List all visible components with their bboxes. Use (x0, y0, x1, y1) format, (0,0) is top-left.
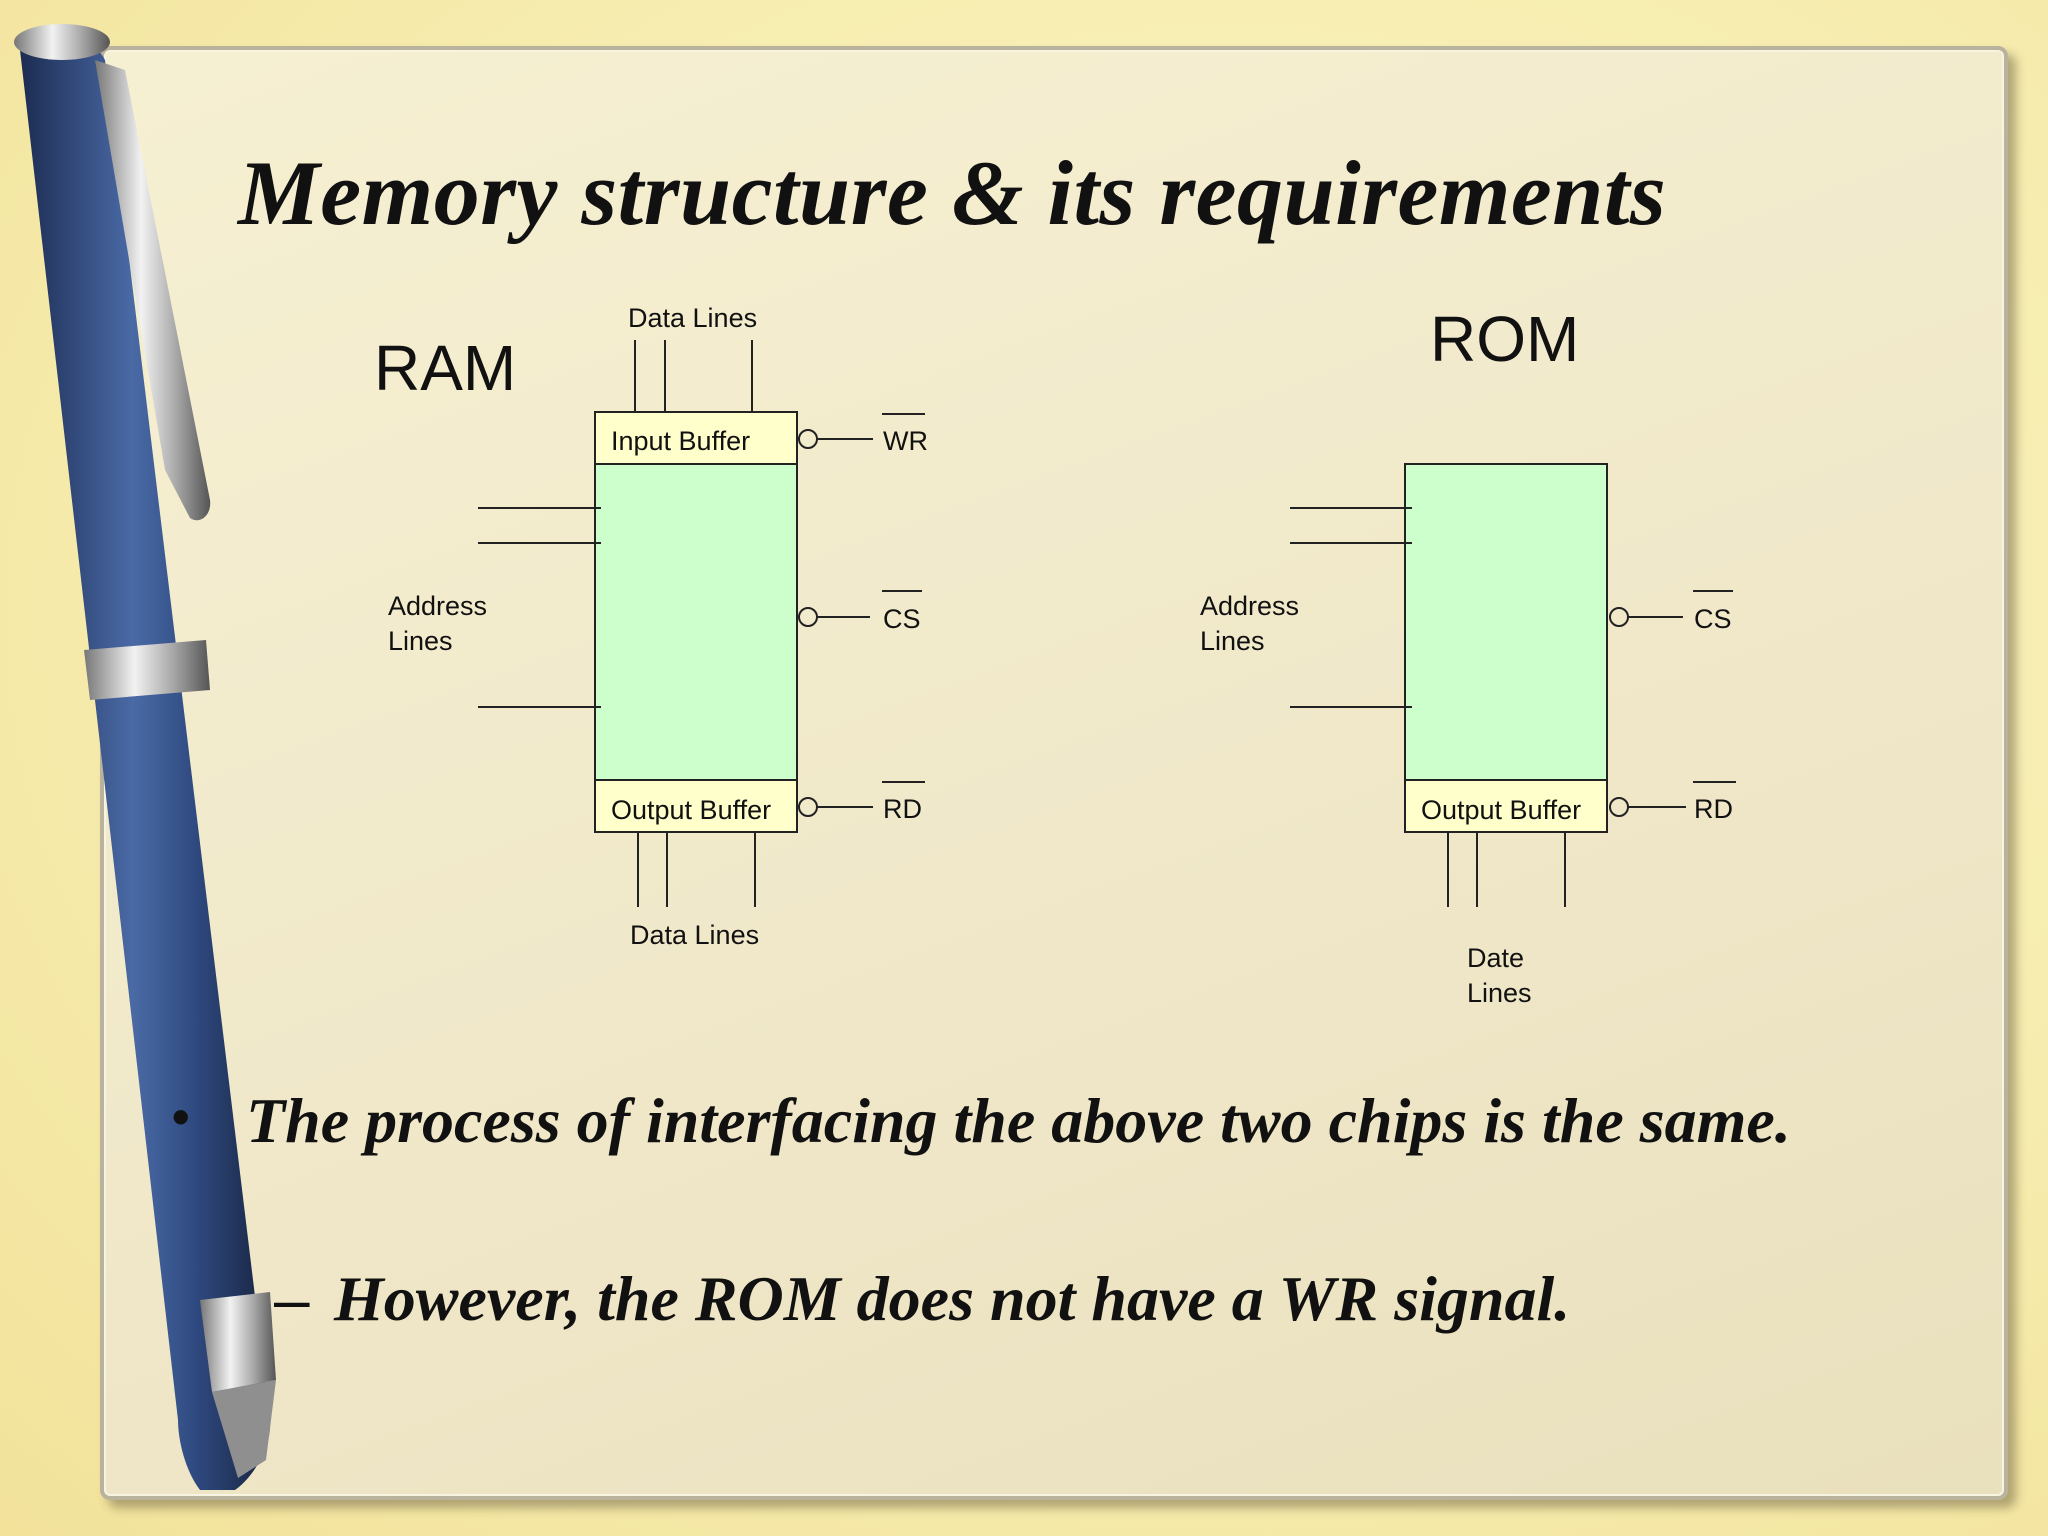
rom-memory-array (1404, 463, 1608, 781)
pen-ring (84, 640, 210, 700)
rom-output-buffer (1404, 779, 1608, 833)
ram-cs-bubble (798, 607, 818, 627)
ram-memory-array (594, 463, 798, 781)
rom-address-label-1: Address (1200, 591, 1299, 621)
ram-output-buffer-label: Output Buffer (611, 795, 771, 825)
pen-barrel (20, 36, 271, 1490)
pen-cap-top (14, 24, 110, 60)
ram-wr-label: WR (883, 426, 928, 456)
slide-title: Memory structure & its requirements (238, 142, 1667, 244)
rom-cs-bubble (1609, 607, 1629, 627)
rom-label: ROM (1430, 303, 1579, 375)
rom-rd-label: RD (1694, 794, 1733, 824)
rom-output-buffer-label: Output Buffer (1421, 795, 1581, 825)
rom-bottom-label-2: Lines (1467, 978, 1532, 1008)
ram-bottom-data-lines-label: Data Lines (630, 920, 759, 950)
ram-output-buffer (594, 779, 798, 833)
rom-rd-bubble (1609, 797, 1629, 817)
ram-rd-bubble (798, 797, 818, 817)
pen-clip (95, 60, 211, 521)
ram-address-label-1: Address (388, 591, 487, 621)
pen-tip-ring (200, 1292, 276, 1392)
ram-top-data-lines-label: Data Lines (628, 303, 757, 333)
ram-address-label-2: Lines (388, 626, 453, 656)
ram-input-buffer-label: Input Buffer (611, 426, 750, 456)
slide-panel (100, 46, 2008, 1500)
pen-tip (212, 1380, 276, 1478)
ram-cs-label: CS (883, 604, 921, 634)
rom-bottom-label-1: Date (1467, 943, 1524, 973)
rom-cs-label: CS (1694, 604, 1732, 634)
rom-address-label-2: Lines (1200, 626, 1265, 656)
ram-label: RAM (374, 332, 516, 404)
ram-wr-bubble (798, 429, 818, 449)
ram-rd-label: RD (883, 794, 922, 824)
